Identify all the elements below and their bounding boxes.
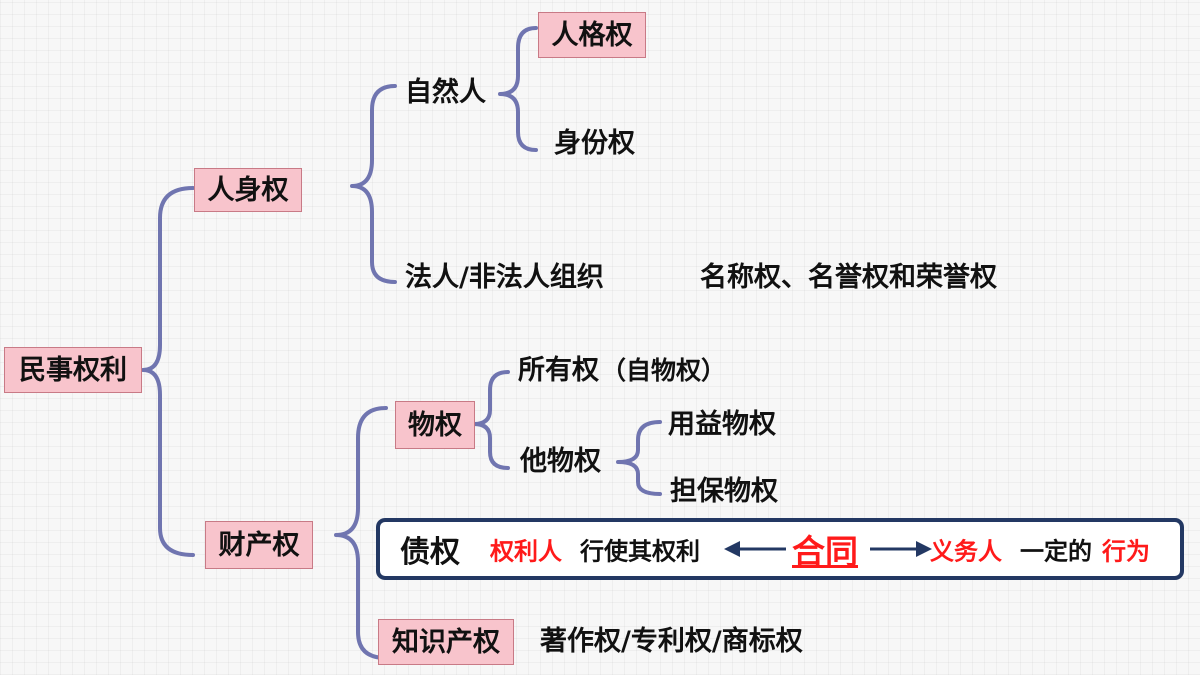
usufruct-node: 用益物权 xyxy=(668,409,776,440)
identity-right-node: 身份权 xyxy=(554,128,635,159)
contract-label: 合同 xyxy=(792,532,858,571)
legal-person-node: 法人/非法人组织 xyxy=(405,262,604,293)
other-right-node: 他物权 xyxy=(520,446,601,477)
bracket-property xyxy=(334,406,388,660)
personal-rights-label: 人身权 xyxy=(207,174,289,206)
obligee-label: 权利人 xyxy=(490,537,562,566)
bracket-real-right xyxy=(472,370,510,470)
bracket-other-right xyxy=(616,420,662,496)
exercise-rights-label: 行使其权利 xyxy=(580,537,700,566)
personality-right-node: 人格权 xyxy=(538,12,646,58)
claim-right-label: 债权 xyxy=(400,535,460,570)
property-rights-label: 财产权 xyxy=(218,529,300,561)
act-label: 行为 xyxy=(1102,537,1150,566)
personal-rights-node: 人身权 xyxy=(194,168,302,212)
real-right-node: 物权 xyxy=(395,401,475,449)
obligor-label: 义务人 xyxy=(930,537,1002,566)
bracket-natural-person xyxy=(498,26,538,152)
ownership-label: 所有权 xyxy=(518,355,599,386)
left-arrow-icon xyxy=(724,541,786,557)
root-label: 民事权利 xyxy=(19,354,127,386)
legal-person-rights-node: 名称权、名誉权和荣誉权 xyxy=(700,262,997,293)
property-rights-node: 财产权 xyxy=(205,521,313,569)
ip-right-node: 知识产权 xyxy=(378,619,514,665)
bracket-personal xyxy=(350,84,397,284)
security-right-node: 担保物权 xyxy=(670,476,778,507)
ip-items-node: 著作权/专利权/商标权 xyxy=(540,626,803,657)
natural-person-node: 自然人 xyxy=(405,77,486,108)
root-node: 民事权利 xyxy=(4,347,142,393)
certain-label: 一定的 xyxy=(1020,537,1092,566)
right-arrow-icon xyxy=(870,541,932,557)
bracket-root xyxy=(141,186,195,557)
personality-right-label: 人格权 xyxy=(551,19,633,51)
ownership-note: （自物权） xyxy=(601,356,727,385)
real-right-label: 物权 xyxy=(408,409,462,441)
ip-right-label: 知识产权 xyxy=(392,626,500,658)
ownership-node: 所有权 （自物权） xyxy=(518,357,726,384)
claim-right-frame: 债权 权利人 行使其权利 合同 义务人 一定的 行为 xyxy=(376,518,1184,580)
